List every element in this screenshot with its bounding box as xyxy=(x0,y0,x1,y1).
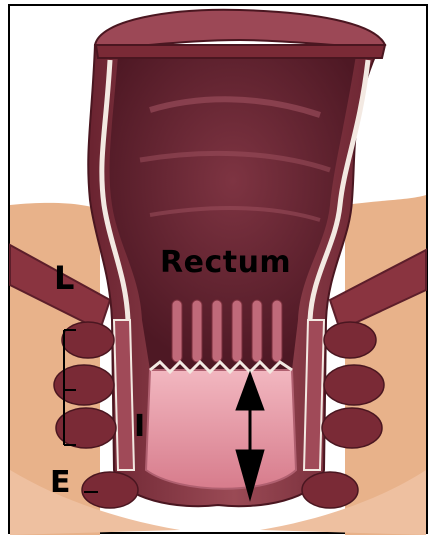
internal-sphincter-label: I xyxy=(134,412,145,442)
rectum-label: Rectum xyxy=(160,248,291,278)
levator-label: L xyxy=(54,262,74,294)
anal-canal xyxy=(146,370,296,489)
internal-sphincter-right xyxy=(304,320,324,470)
colon-opening xyxy=(95,10,385,47)
external-sphincter-label: E xyxy=(50,468,71,498)
internal-sphincter-left xyxy=(114,320,134,470)
colon-rim xyxy=(96,45,385,58)
